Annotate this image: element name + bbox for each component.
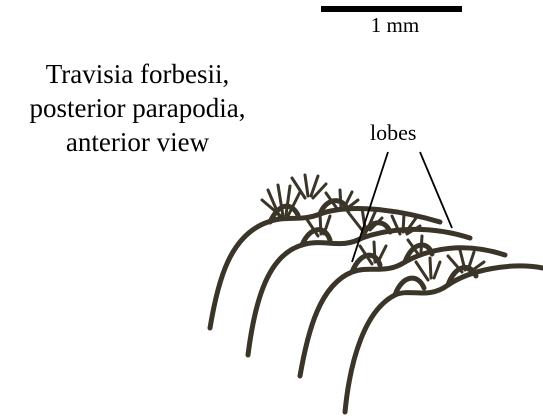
chaetae-tuft-5 <box>348 208 382 230</box>
chaetae-tuft-10 <box>448 250 484 272</box>
parapodium-outline-3 <box>300 248 505 376</box>
chaetae-tuft-7 <box>360 242 386 264</box>
chaetae-tuft-9 <box>416 258 440 280</box>
parapodium-outline-4 <box>345 266 543 412</box>
